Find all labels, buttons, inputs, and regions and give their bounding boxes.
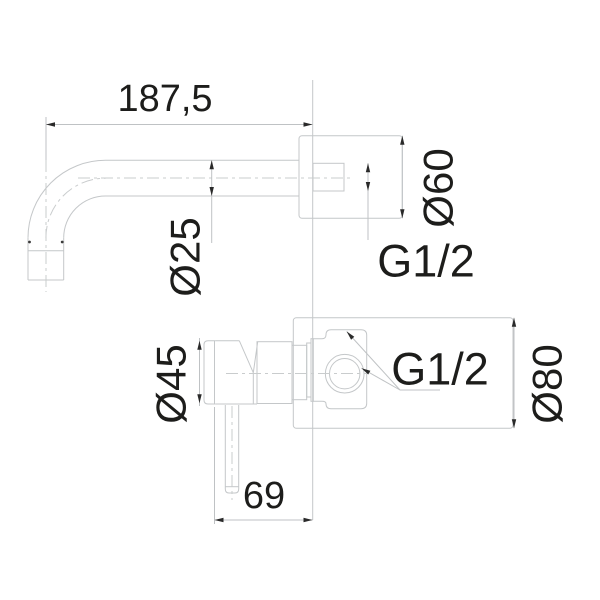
spout-tangent-tick-right	[60, 240, 64, 244]
valve-body-outline	[313, 329, 368, 410]
dimension-handle-projection: 69	[214, 407, 313, 524]
dimension-plate-diameter: Ø80	[511, 317, 571, 429]
arrowhead-down	[511, 419, 517, 429]
spout-bend-centerline	[45, 177, 106, 238]
arrowhead-down	[197, 394, 202, 404]
arrowhead-up	[197, 340, 202, 350]
arrowhead-left	[214, 517, 224, 523]
dimension-tube-diameter: Ø25	[162, 160, 214, 297]
cartridge-body	[256, 341, 293, 405]
label-spout-thread: G1/2	[377, 236, 475, 287]
arrowhead-down	[400, 209, 405, 219]
label-flange-diameter: Ø60	[415, 148, 462, 227]
arrowhead-up	[209, 160, 214, 170]
dimension-spout-reach: 187,5	[46, 78, 313, 127]
label-handle-diameter: Ø45	[148, 344, 195, 423]
mixer-valve-assembly	[203, 317, 514, 500]
label-plate-diameter: Ø80	[524, 344, 571, 423]
label-handle-projection: 69	[243, 475, 285, 517]
arrowhead-left	[46, 122, 55, 127]
spout-bend-outer-arc	[27, 159, 106, 238]
arrowhead-up	[400, 135, 405, 145]
leader-arrowhead-top	[346, 331, 355, 340]
hub-slant-front	[238, 340, 254, 373]
spout-flange	[298, 135, 403, 219]
spout-bend-inner-arc	[63, 195, 106, 238]
handle-dome	[203, 340, 216, 405]
arrowhead-right	[303, 517, 313, 523]
dimension-spout-thread: G1/2	[365, 163, 475, 287]
wall-collar-ring	[306, 342, 312, 398]
dimension-flange-diameter: Ø60	[400, 135, 462, 228]
spout-tangent-tick-left	[28, 240, 31, 244]
spout-assembly	[27, 117, 403, 292]
cartridge-sleeve	[291, 344, 308, 401]
leader-line-top	[346, 331, 401, 391]
dimension-valve-thread: G1/2	[346, 331, 489, 395]
label-tube-diameter: Ø25	[162, 217, 209, 296]
arrowhead-up	[511, 317, 517, 327]
arrowhead-down	[209, 187, 214, 196]
wall-collar-flange	[310, 338, 314, 402]
arrowhead-up	[365, 163, 371, 173]
leader-arrowhead-port	[361, 368, 371, 375]
valve-wall-plate	[292, 317, 514, 429]
label-spout-reach: 187,5	[117, 78, 212, 120]
arrowhead-right	[303, 122, 313, 127]
dimension-handle-diameter: Ø45	[148, 338, 202, 424]
label-valve-thread: G1/2	[391, 344, 489, 395]
spout-thread-nipple	[312, 162, 345, 192]
arrowhead-down	[365, 182, 371, 191]
